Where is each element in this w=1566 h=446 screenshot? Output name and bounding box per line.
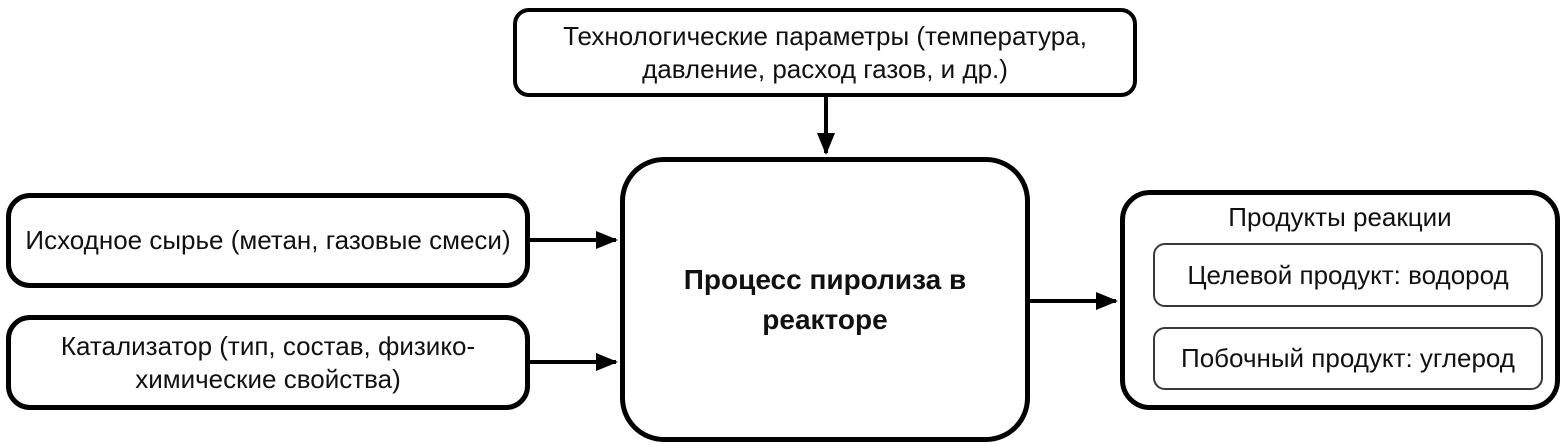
node-catalyst-line1: Катализатор (тип, состав, физико-	[60, 330, 476, 361]
product-byproduct-carbon-label: Побочный продукт: углерод	[1181, 343, 1515, 373]
node-technological-parameters: Технологические параметры (температура, …	[513, 8, 1137, 97]
node-feedstock: Исходное сырье (метан, газовые смеси)	[6, 193, 530, 288]
node-catalyst: Катализатор (тип, состав, физико- химиче…	[6, 315, 530, 410]
node-reaction-products: Продукты реакции Целевой продукт: водоро…	[1120, 190, 1560, 410]
node-pyrolysis-process-line2: реакторе	[762, 303, 888, 335]
node-technological-parameters-line1: Технологические параметры (температура,	[563, 20, 1087, 51]
product-target-hydrogen-label: Целевой продукт: водород	[1187, 259, 1509, 290]
node-pyrolysis-process-line1: Процесс пиролиза в	[683, 263, 967, 295]
product-byproduct-carbon: Побочный продукт: углерод	[1153, 327, 1543, 390]
product-target-hydrogen: Целевой продукт: водород	[1153, 243, 1543, 307]
reaction-products-title: Продукты реакции	[1228, 202, 1452, 232]
node-feedstock-line1: Исходное сырье (метан, газовые смеси)	[25, 225, 511, 255]
node-technological-parameters-line2: давление, расход газов, и др.)	[642, 53, 1008, 84]
node-catalyst-line2: химические свойства)	[135, 363, 401, 394]
node-pyrolysis-process: Процесс пиролиза в реакторе	[620, 157, 1030, 442]
